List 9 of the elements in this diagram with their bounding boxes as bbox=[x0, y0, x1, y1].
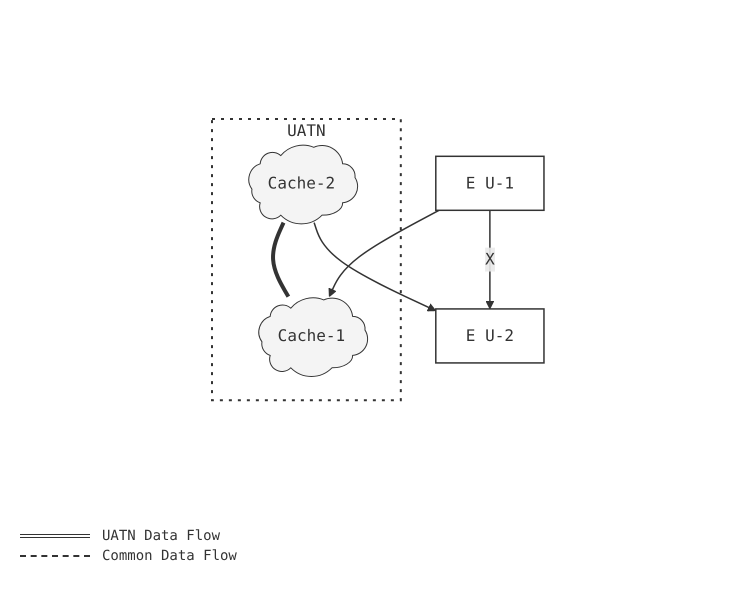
edge-label: X bbox=[485, 250, 495, 269]
arrow bbox=[313, 222, 436, 312]
arrow bbox=[486, 210, 494, 310]
node-box: E U-2 bbox=[435, 308, 545, 364]
legend-text: UATN Data Flow bbox=[102, 528, 220, 544]
node-box: E U-1 bbox=[435, 156, 545, 212]
arrow bbox=[328, 210, 440, 298]
connector bbox=[271, 222, 290, 298]
legend-text: Common Data Flow bbox=[102, 548, 237, 564]
